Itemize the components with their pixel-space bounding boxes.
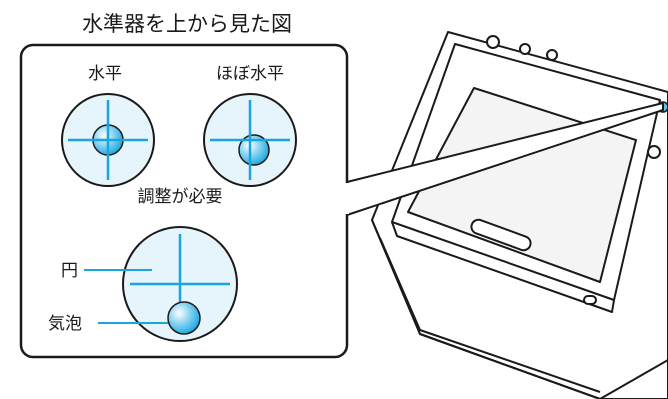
machine-lower-panel: [379, 237, 601, 393]
bubble-icon: [167, 301, 201, 335]
nearly-level-example: ほぼ水平: [203, 64, 297, 187]
side-button: [647, 145, 661, 159]
lid-handle: [470, 218, 532, 252]
nearly-level-label: ほぼ水平: [216, 64, 284, 84]
needs-adjustment-example: 調整が必要 円 気泡: [48, 187, 238, 342]
control-knob-1: [486, 35, 500, 49]
level-example: 水平: [61, 64, 155, 187]
needs-adjustment-label: 調整が必要: [138, 187, 223, 207]
level-label: 水平: [88, 64, 122, 84]
control-knob-2: [519, 43, 531, 55]
lid-edge: [391, 221, 615, 313]
circle-callout-label: 円: [61, 261, 78, 281]
control-knob-3: [546, 49, 558, 61]
bubble-callout-label: 気泡: [48, 314, 82, 334]
panel-title: 水準器を上から見た図: [82, 12, 292, 36]
foot-left: [583, 295, 597, 305]
bubble-icon: [238, 134, 270, 166]
washing-machine-illustration: [371, 31, 668, 399]
